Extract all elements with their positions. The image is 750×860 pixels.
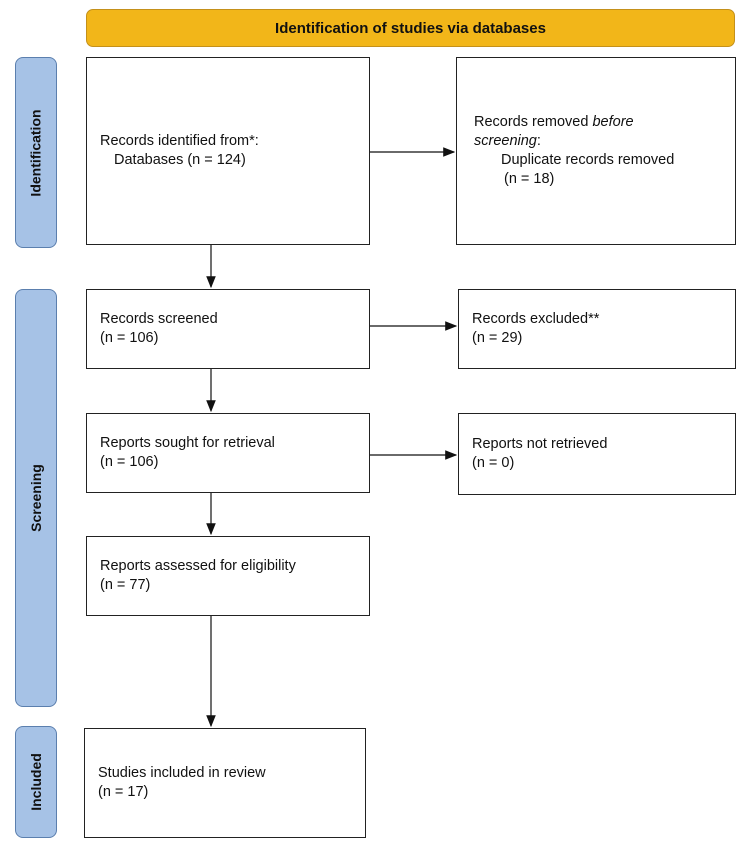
reports-assessed-box: Reports assessed for eligibility (n = 77… bbox=[86, 536, 370, 616]
header-title: Identification of studies via databases bbox=[275, 19, 546, 37]
phase-screening: Screening bbox=[15, 289, 57, 707]
reports-sought-box: Reports sought for retrieval (n = 106) bbox=[86, 413, 370, 493]
records-excluded-line2: (n = 29) bbox=[472, 330, 523, 346]
records-screened-box: Records screened (n = 106) bbox=[86, 289, 370, 369]
phase-identification: Identification bbox=[15, 57, 57, 248]
reports-not-retrieved-line2: (n = 0) bbox=[472, 455, 515, 471]
records-removed-line2: screening: bbox=[474, 133, 541, 149]
reports-sought-line1: Reports sought for retrieval bbox=[100, 435, 275, 451]
records-identified-line2: Databases (n = 124) bbox=[114, 152, 246, 168]
records-removed-line3: Duplicate records removed bbox=[501, 152, 675, 168]
reports-sought-line2: (n = 106) bbox=[100, 454, 159, 470]
reports-not-retrieved-box: Reports not retrieved (n = 0) bbox=[458, 413, 736, 495]
records-screened-line1: Records screened bbox=[100, 311, 218, 327]
reports-assessed-line1: Reports assessed for eligibility bbox=[100, 558, 296, 574]
studies-included-line2: (n = 17) bbox=[98, 784, 149, 800]
records-removed-line4: (n = 18) bbox=[504, 171, 555, 187]
reports-not-retrieved-line1: Reports not retrieved bbox=[472, 436, 608, 452]
records-identified-line1: Records identified from*: bbox=[100, 133, 259, 149]
records-identified-box: Records identified from*: Databases (n =… bbox=[86, 57, 370, 245]
records-excluded-line1: Records excluded** bbox=[472, 311, 600, 327]
reports-assessed-line2: (n = 77) bbox=[100, 577, 151, 593]
studies-included-box: Studies included in review (n = 17) bbox=[84, 728, 366, 838]
records-removed-line1: Records removed before bbox=[474, 114, 634, 130]
phase-included: Included bbox=[15, 726, 57, 838]
records-excluded-box: Records excluded** (n = 29) bbox=[458, 289, 736, 369]
records-removed-box: Records removed before screening: Duplic… bbox=[456, 57, 736, 245]
studies-included-line1: Studies included in review bbox=[98, 765, 266, 781]
diagram-header: Identification of studies via databases bbox=[86, 9, 735, 47]
records-screened-line2: (n = 106) bbox=[100, 330, 159, 346]
